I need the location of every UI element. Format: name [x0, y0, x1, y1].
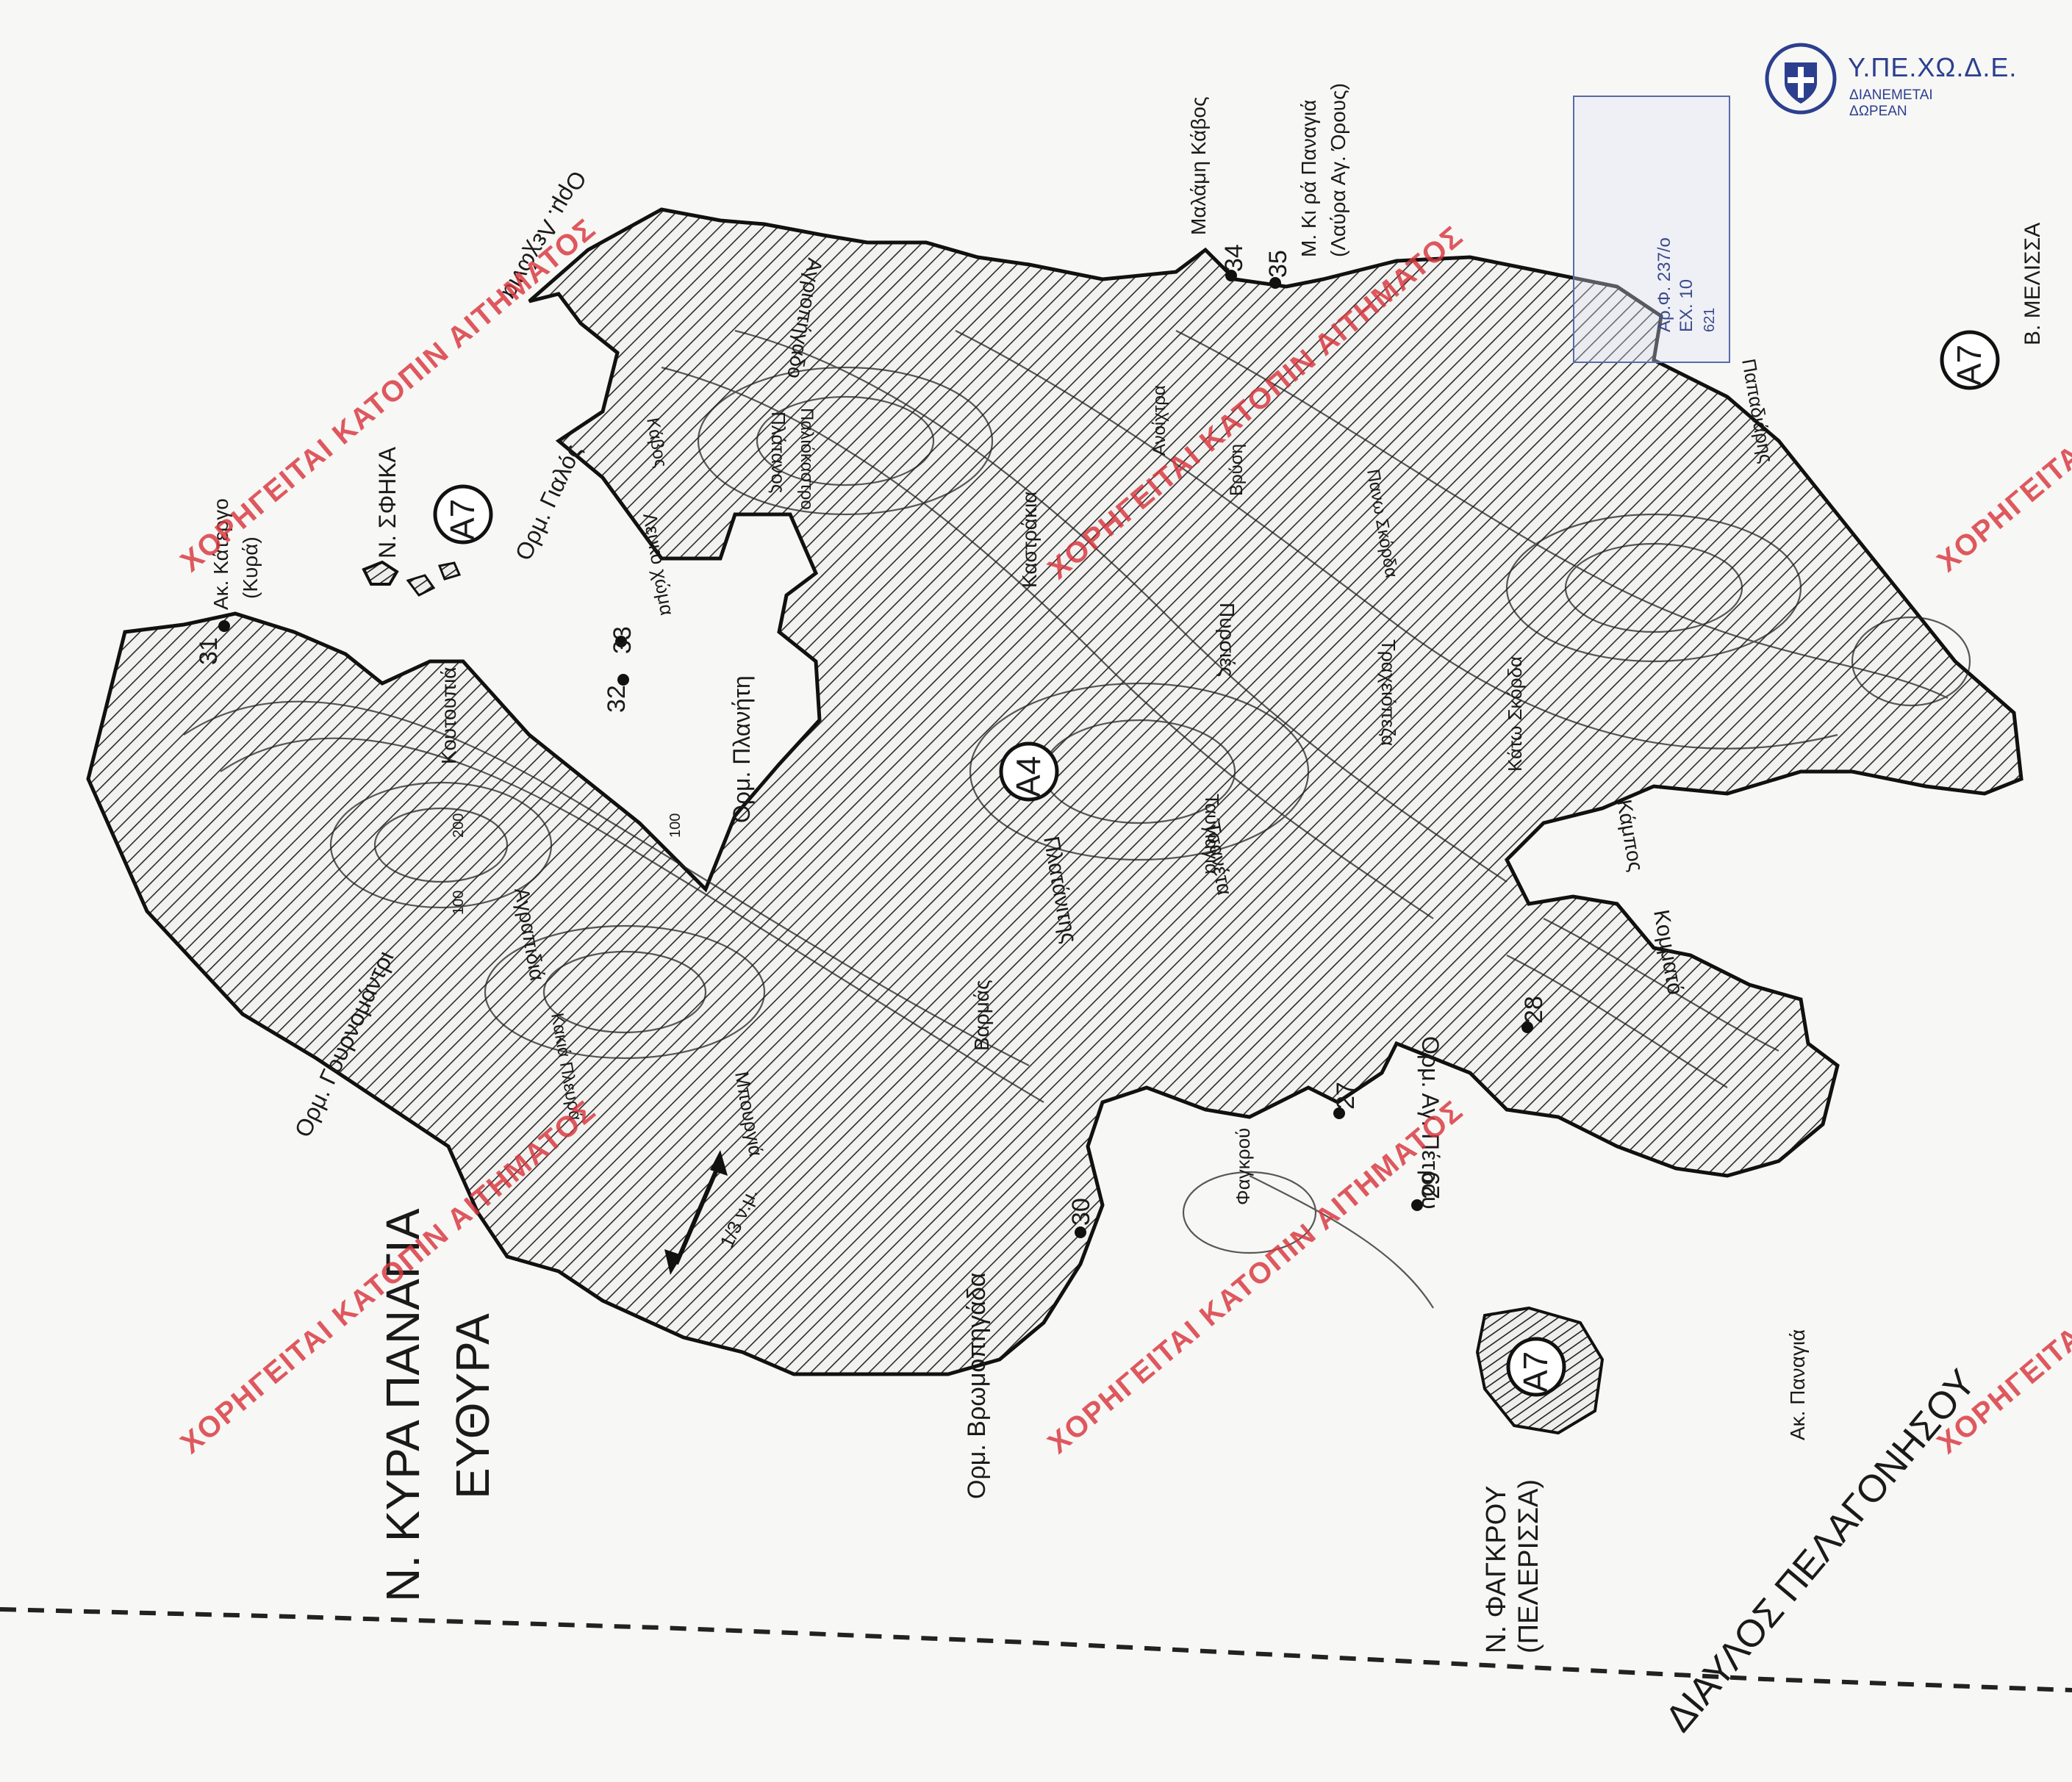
point-34: [1225, 270, 1237, 281]
place-label: Φαγκρού: [1232, 1128, 1254, 1205]
cape-katergo-2: (Κυρά): [239, 536, 262, 599]
island-label-fagkrou-2: (ΠΕΛΕΡΙΣΣΑ): [1513, 1479, 1544, 1653]
title-island-line2: ΕΥΘΥΡΑ: [446, 1313, 499, 1499]
cape-katergo-1: Ακ. Κάτεργο: [209, 498, 232, 610]
place-label: Βαρμάς: [970, 980, 993, 1051]
zone-marker-a4: A4: [999, 741, 1059, 802]
point-35: [1269, 277, 1281, 289]
point-label-31: 31: [195, 637, 223, 665]
zone-marker-a7-fagkrou: A7: [1506, 1337, 1566, 1397]
island-sfika: [362, 560, 399, 586]
place-label: Τραχειόπεζα: [1377, 639, 1399, 746]
island-kyra-panagia: [86, 207, 2023, 1376]
contour-label: 200: [451, 813, 467, 838]
zone-label-a7-sfika: A7: [443, 499, 481, 540]
point-28: [1521, 1021, 1533, 1033]
survey-points: [218, 270, 1533, 1238]
approval-note: Αρ.Φ. 237/ο: [1655, 237, 1674, 332]
agency-name: Υ.ΠΕ.ΧΩ.Δ.Ε.: [1848, 52, 2018, 82]
cape-panagia: Ακ. Παναγιά: [1786, 1329, 1809, 1440]
contour-label: 100: [451, 891, 467, 915]
bay-ag-petrou: Ορμ. Αγ. Πέτρου: [1417, 1036, 1444, 1210]
point-label-27: 27: [1332, 1082, 1360, 1110]
zone-label-a7-melissa: A7: [1950, 345, 1988, 386]
place-label: Παλιόκαστρο: [797, 408, 817, 510]
place-label: Κάτω Σκόρδα: [1504, 656, 1526, 772]
place-names: Κουτουπιά Αγραπιδιά Κακιά Πλευρά Μπουργι…: [437, 256, 1778, 1205]
cape-kira-panagia-1: Μ. Κι ρά Παναγιά: [1297, 100, 1320, 257]
place-label: Ανοίχτρα: [1150, 385, 1169, 456]
greek-emblem-icon: [1765, 43, 1837, 115]
cape-malami: Μαλάμη Κάβος: [1187, 97, 1210, 235]
place-label: Κουτουπιά: [437, 667, 460, 765]
point-label-29: 29: [1417, 1171, 1445, 1199]
zone-label-a4: A4: [1009, 756, 1047, 797]
approval-stamp: Αρ.Φ. 237/ο ΕΧ. 10 621: [1573, 96, 1730, 363]
point-label-28: 28: [1520, 996, 1548, 1024]
scale-arrow: [664, 1150, 728, 1275]
cape-kira-panagia-2: (Λαύρα Αγ. Όρους): [1327, 83, 1349, 257]
zone-label-a7-fagkrou: A7: [1516, 1351, 1555, 1393]
title-island-line1: Ν. ΚΥΡΑ ΠΑΝΑΓΙΑ: [376, 1208, 429, 1602]
contour-label: 100: [667, 813, 684, 838]
zone-marker-a7-sfika: A7: [433, 484, 493, 545]
contour-lines: [183, 329, 1971, 1309]
zone-marker-a7-melissa: A7: [1940, 330, 2000, 390]
stamp-text: Αρ.Φ. 237/ο ΕΧ. 10 621: [1655, 237, 1718, 332]
point-label-30: 30: [1067, 1198, 1095, 1226]
ref-code: 621: [1702, 308, 1718, 332]
sea-boundary-line: [0, 1607, 2072, 1692]
point-label-33: 33: [609, 626, 637, 654]
place-label: Πλάτανος: [767, 412, 789, 493]
point-31: [218, 620, 230, 632]
agency-subtitle: ΔΙΑΝΕΜΕΤΑΙ ΔΩΡΕΑΝ: [1849, 87, 1933, 119]
point-30: [1075, 1226, 1086, 1238]
place-label: Βρύση: [1227, 444, 1247, 496]
islet-sfika-2: [406, 574, 436, 597]
island-label-sfika: Ν. ΣΦΗΚΑ: [374, 446, 401, 558]
point-33: [615, 636, 627, 647]
place-label: Ταύγιαγια: [1201, 794, 1223, 874]
agency-logo: Υ.ΠΕ.ΧΩ.Δ.Ε. ΔΙΑΝΕΜΕΤΑΙ ΔΩΡΕΑΝ: [1763, 40, 2016, 121]
sheet-number: ΕΧ. 10: [1677, 279, 1696, 332]
point-label-35: 35: [1264, 250, 1292, 278]
bay-vromopigada: Ορμ. Βρωμοπηγάδα: [963, 1273, 991, 1499]
point-27: [1333, 1107, 1345, 1119]
island-label-fagkrou-1: Ν. ΦΑΓΚΡΟΥ: [1481, 1486, 1512, 1653]
islet-sfika-3: [437, 561, 462, 581]
point-label-34: 34: [1220, 244, 1248, 272]
island-label-melissa: Β. ΜΕΛΙΣΣΑ: [2021, 223, 2045, 345]
point-32: [617, 674, 629, 686]
point-label-32: 32: [603, 685, 631, 713]
place-label: Πυρσιές: [1216, 603, 1238, 677]
bay-planiti: Ορμ. Πλανήτη: [728, 675, 755, 823]
place-label: Καστράκια: [1018, 492, 1041, 588]
point-29: [1411, 1199, 1423, 1211]
